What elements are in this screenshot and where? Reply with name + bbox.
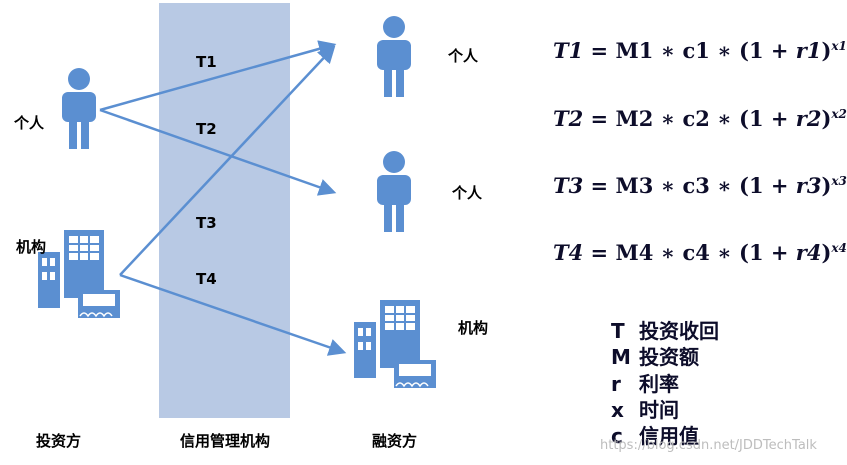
investor-heading: 投资方 [36,432,82,450]
financier-heading: 融资方 [372,432,418,450]
investor-org-label: 机构 [16,238,47,256]
formula-1: T1 = M1 ∗ c1 ∗ (1 + r1)x1 [553,38,847,63]
investor-person-label: 个人 [14,114,45,132]
financier-person2-label: 个人 [452,184,483,202]
financier-person1-icon [377,16,411,97]
formula-4: T4 = M4 ∗ c4 ∗ (1 + r4)x4 [553,240,847,265]
flow-label-t2: T2 [196,120,217,138]
investor-org-building-icon [38,230,120,318]
watermark: https://blog.csdn.net/JDDTechTalk [600,438,817,453]
financier-org-label: 机构 [458,319,489,337]
band-heading: 信用管理机构 [180,432,271,450]
flow-label-t3: T3 [196,214,217,232]
financier-org-building-icon [354,300,436,388]
formula-2: T2 = M2 ∗ c2 ∗ (1 + r2)x2 [553,106,847,131]
arrow-investor-person-to-financier-person2 [99,108,337,196]
formula-3: T3 = M3 ∗ c3 ∗ (1 + r3)x3 [553,173,847,198]
flow-label-t1: T1 [196,53,217,71]
arrow-investor-org-to-financier-org [119,273,347,356]
arrow-investor-person-to-financier-person1 [99,40,337,112]
arrow-investor-org-to-financier-person1 [119,45,336,276]
financier-person2-icon [377,151,411,232]
flow-label-t4: T4 [196,270,217,288]
financier-person1-label: 个人 [448,47,479,65]
investor-person-icon [62,68,96,149]
